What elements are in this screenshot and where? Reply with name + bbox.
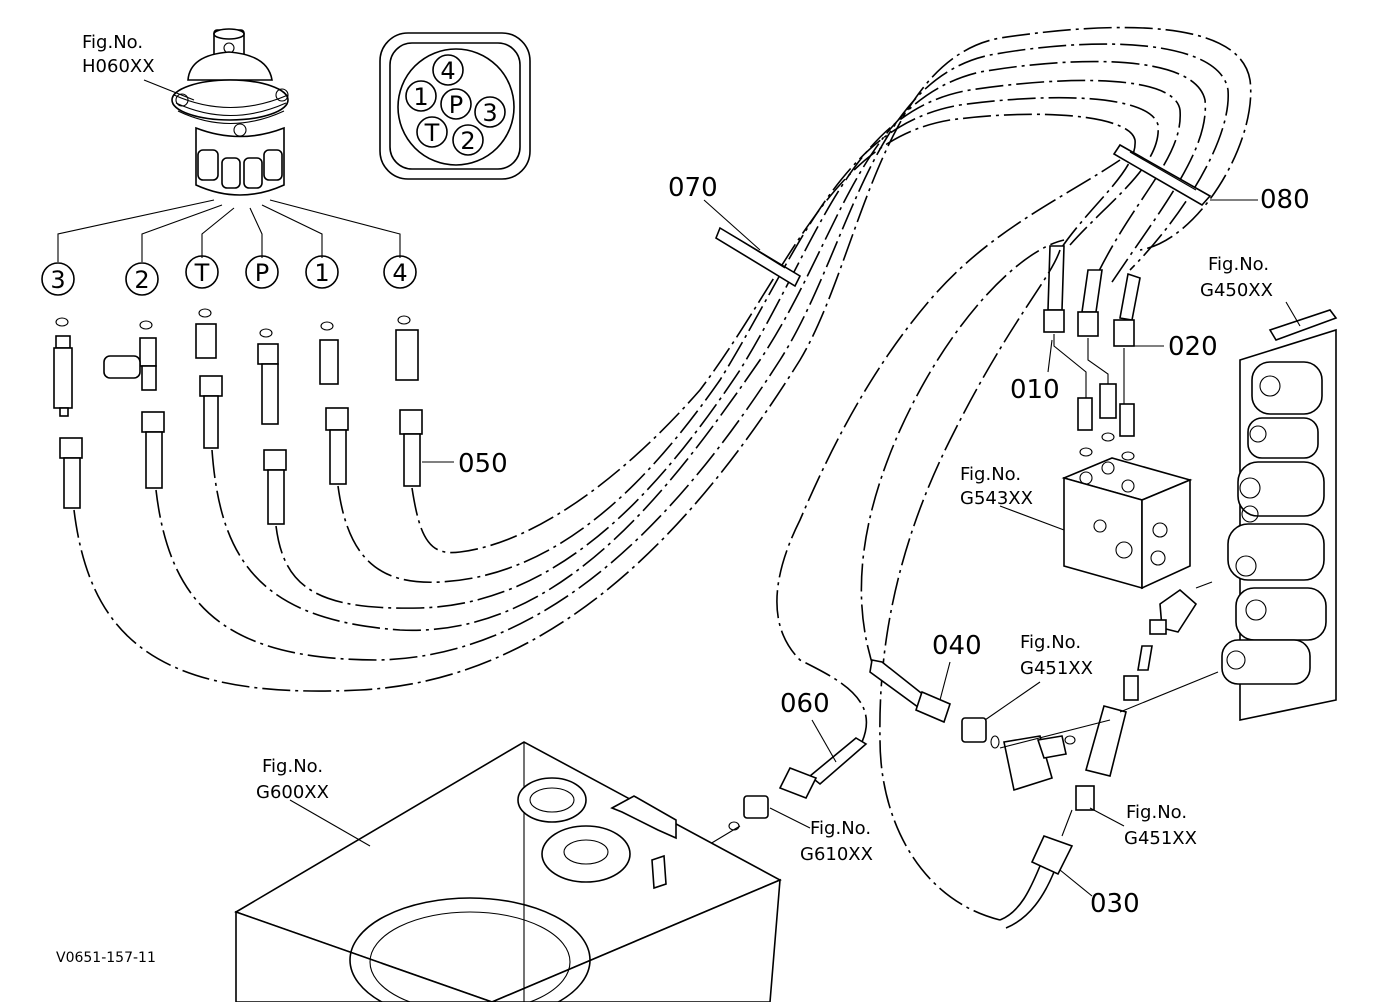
fig-ref-g451xx-upper: Fig.No. G451XX bbox=[1020, 632, 1093, 679]
port-map-label: 3 bbox=[482, 99, 497, 127]
part-label-050: 050 bbox=[458, 449, 508, 479]
pilot-hoses bbox=[73, 26, 1252, 692]
port-labels: 3 2 T P 1 4 bbox=[41, 255, 417, 296]
port-map-label: P bbox=[449, 91, 463, 119]
port-map-label: 1 bbox=[413, 83, 428, 111]
port-map-t bbox=[416, 116, 448, 148]
port-fittings bbox=[53, 308, 423, 525]
svg-text:Fig.No.: Fig.No. bbox=[810, 818, 871, 839]
port-map-1 bbox=[405, 80, 437, 112]
fig-ref-g543xx: Fig.No. G543XX bbox=[960, 464, 1033, 509]
svg-text:Fig.No.: Fig.No. bbox=[1020, 632, 1081, 653]
port-map-4 bbox=[432, 54, 464, 86]
svg-text:Fig.No.: Fig.No. bbox=[960, 464, 1021, 485]
svg-text:G600XX: G600XX bbox=[256, 782, 329, 803]
drawing-code: V0651-157-11 bbox=[56, 950, 156, 966]
port-map-p bbox=[440, 88, 472, 120]
hose-040 bbox=[860, 239, 1111, 921]
port-label: 4 bbox=[392, 259, 407, 287]
clamp-070 bbox=[715, 226, 802, 288]
part-label-070: 070 bbox=[668, 173, 718, 203]
part-label-030: 030 bbox=[1090, 889, 1140, 919]
port-label: 1 bbox=[314, 259, 329, 287]
return-fittings bbox=[1075, 581, 1219, 811]
control-valve bbox=[1221, 309, 1338, 721]
fig-ref-g450xx: Fig.No. G450XX bbox=[1200, 254, 1273, 301]
port-label: 3 bbox=[50, 266, 65, 294]
fig-ref-g600xx: Fig.No. G600XX bbox=[256, 756, 329, 803]
svg-text:H060XX: H060XX bbox=[82, 56, 155, 77]
clamp-080 bbox=[1112, 143, 1212, 207]
port-map-label: 2 bbox=[460, 127, 475, 155]
hose-060 bbox=[699, 159, 1121, 851]
svg-text:Fig.No.: Fig.No. bbox=[82, 32, 143, 53]
svg-text:Fig.No.: Fig.No. bbox=[262, 756, 323, 777]
part-leaders bbox=[143, 79, 1301, 897]
port-label: 2 bbox=[134, 266, 149, 294]
part-label-020: 020 bbox=[1168, 332, 1218, 362]
port-map-3 bbox=[474, 96, 506, 128]
svg-text:Fig.No.: Fig.No. bbox=[1126, 802, 1187, 823]
hydraulic-tank bbox=[234, 741, 782, 1007]
svg-text:Fig.No.: Fig.No. bbox=[1208, 254, 1269, 275]
part-label-040: 040 bbox=[932, 631, 982, 661]
part-label-060: 060 bbox=[780, 689, 830, 719]
svg-text:G610XX: G610XX bbox=[800, 844, 873, 865]
port-map-label: T bbox=[424, 119, 440, 147]
fig-ref-g451xx-lower: Fig.No. G451XX bbox=[1124, 802, 1197, 849]
svg-text:G450XX: G450XX bbox=[1200, 280, 1273, 301]
hoses-010-020 bbox=[1043, 245, 1141, 461]
part-label-010: 010 bbox=[1010, 375, 1060, 405]
fig-ref-g610xx: Fig.No. G610XX bbox=[800, 818, 873, 865]
hose-030 bbox=[999, 809, 1074, 929]
valve-block bbox=[1061, 457, 1193, 590]
svg-text:G451XX: G451XX bbox=[1020, 658, 1093, 679]
part-label-080: 080 bbox=[1260, 185, 1310, 215]
port-map: 4 1 P 3 T 2 bbox=[379, 32, 531, 180]
port-label: T bbox=[194, 259, 210, 287]
pilot-valve bbox=[171, 28, 289, 196]
svg-text:G451XX: G451XX bbox=[1124, 828, 1197, 849]
port-map-label: 4 bbox=[440, 57, 455, 85]
port-map-2 bbox=[452, 124, 484, 156]
svg-text:G543XX: G543XX bbox=[960, 488, 1033, 509]
fig-ref-h060xx: Fig.No. H060XX bbox=[82, 32, 155, 77]
port-label: P bbox=[255, 259, 269, 287]
port-leaders bbox=[57, 199, 401, 262]
